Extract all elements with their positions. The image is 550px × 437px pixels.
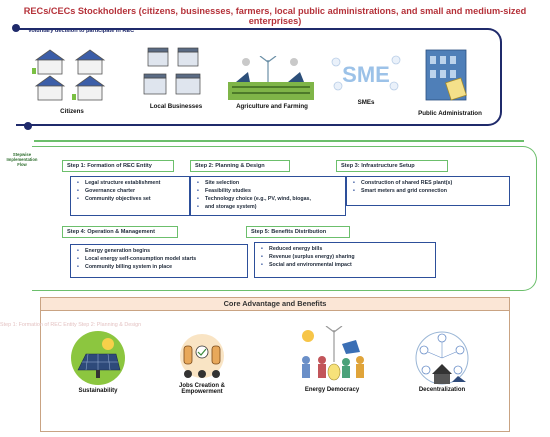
- step-2-body: Site selection Feasibility studies Techn…: [190, 176, 346, 216]
- energy-community-icon: [302, 326, 364, 381]
- step-2-item: and storage system): [197, 203, 341, 211]
- step-5-title: Step 5: Benefits Distribution: [246, 226, 350, 238]
- step-3-item: Construction of shared RES plant(s): [353, 179, 505, 187]
- stakeholder-panel: [16, 28, 502, 126]
- decentralization-icon: [415, 331, 469, 385]
- core-benefits-panel: [40, 311, 510, 432]
- sme-icon: SME: [331, 55, 401, 91]
- benefit-decentralization-label: Decentralization: [418, 387, 466, 393]
- benefit-sustainability-label: Sustainability: [78, 388, 118, 394]
- sme-icon-text: SME: [342, 62, 390, 87]
- stakeholder-public-administration-label: Public Administration: [418, 110, 482, 117]
- ghost-text: Step 1: Formation of REC Entity Step 2: …: [0, 322, 142, 328]
- step-5-item: Social and environmental impact: [261, 261, 431, 269]
- solar-panel-icon: [71, 331, 125, 385]
- step-1-item: Community objectives set: [77, 195, 185, 203]
- benefit-energy-democracy-label: Energy Democracy: [304, 387, 360, 393]
- stakeholder-local-businesses-label: Local Businesses: [149, 103, 203, 110]
- core-benefits-title: Core Advantage and Benefits: [40, 297, 510, 311]
- buildings-icon: [143, 47, 201, 95]
- stakeholder-agriculture-label: Agriculture and Farming: [236, 103, 308, 110]
- step-4-item: Community billing system in place: [77, 263, 243, 271]
- houses-icon: [32, 49, 106, 101]
- voluntary-decision-label: Voluntary decision to participate in REC: [28, 28, 135, 34]
- implementation-flow-panel: [32, 146, 537, 291]
- stepwise-flow-label: Stepwise Implementation Flow: [6, 152, 38, 167]
- step-1-body: Legal structure establishment Governance…: [70, 176, 190, 216]
- stakeholder-smes-label: SMEs: [357, 99, 375, 106]
- team-empowerment-icon: [180, 334, 224, 378]
- diagram-title: RECs/CECs Stockholders (citizens, busine…: [23, 6, 527, 26]
- step-3-item: Smart meters and grid connection: [353, 187, 505, 195]
- step-3-title: Step 3: Infrastructure Setup: [336, 160, 448, 172]
- step-2-item: Site selection: [197, 179, 341, 187]
- step-5-item: Reduced energy bills: [261, 245, 431, 253]
- step-2-title: Step 2: Planning & Design: [190, 160, 290, 172]
- step-4-item: Energy generation begins: [77, 247, 243, 255]
- panel-end-dot: [24, 122, 32, 130]
- step-2-item: Feasibility studies: [197, 187, 341, 195]
- benefit-jobs-label: Jobs Creation & Empowerment: [178, 383, 225, 395]
- step-1-item: Governance charter: [77, 187, 185, 195]
- step-4-body: Energy generation begins Local energy se…: [70, 244, 248, 278]
- step-4-title: Step 4: Operation & Management: [62, 226, 178, 238]
- farm-icon: [228, 56, 314, 100]
- panel-start-dot: [12, 24, 20, 32]
- step-2-item: Technology choice (e.g., PV, wind, bioga…: [197, 195, 341, 203]
- stakeholder-citizens-label: Citizens: [60, 108, 84, 115]
- step-1-item: Legal structure establishment: [77, 179, 185, 187]
- government-building-icon: [425, 49, 467, 101]
- step-5-item: Revenue (surplus energy) sharing: [261, 253, 431, 261]
- flow-connector-line: [34, 140, 524, 142]
- step-5-body: Reduced energy bills Revenue (surplus en…: [254, 242, 436, 278]
- step-3-body: Construction of shared RES plant(s) Smar…: [346, 176, 510, 206]
- step-1-title: Step 1: Formation of REC Entity: [62, 160, 174, 172]
- step-4-item: Local energy self-consumption model star…: [77, 255, 243, 263]
